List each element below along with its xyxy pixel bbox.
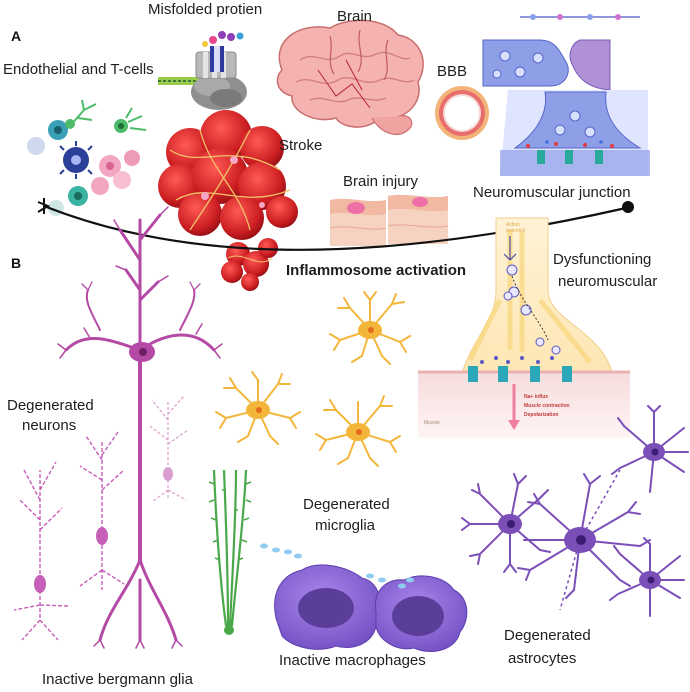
label-brain-injury: Brain injury bbox=[343, 173, 419, 190]
label-misfolded-protein: Misfolded protien bbox=[148, 1, 263, 18]
label-degenerated-microglia-line1: Degenerated bbox=[303, 496, 390, 513]
small-neuron-middle-graphic bbox=[79, 431, 125, 590]
label-degenerated-astrocytes-line2: astrocytes bbox=[508, 650, 577, 667]
brain-graphic bbox=[276, 19, 424, 135]
small-neuron-right-graphic bbox=[149, 395, 189, 503]
label-dysfunctioning-line1: Dysfunctioning bbox=[553, 251, 652, 268]
small-neuron-middle-soma bbox=[96, 527, 108, 545]
large-neuron-graphic bbox=[57, 206, 223, 649]
label-nmj-action-2: potential bbox=[506, 228, 525, 234]
bergmann-glia-graphic bbox=[208, 469, 252, 627]
brain-injury-graphic bbox=[329, 194, 449, 246]
label-nmj-effect-3: Depolarization bbox=[524, 412, 559, 418]
label-degenerated-neurons-line1: Degenerated bbox=[7, 397, 94, 414]
stroke-clot-graphic bbox=[158, 110, 298, 291]
panel-label-b: B bbox=[11, 255, 22, 271]
label-brain: Brain bbox=[337, 8, 373, 25]
bbb-vessel-graphic bbox=[435, 86, 489, 140]
astrocytes-graphic bbox=[461, 405, 689, 617]
panel-label-a: A bbox=[11, 28, 22, 44]
dysfunctional-nmj-inset bbox=[418, 217, 630, 438]
misfolded-protein-graphic bbox=[158, 31, 247, 110]
label-endothelial-tcells: Endothelial and T-cells bbox=[3, 61, 154, 78]
label-degenerated-microglia-line2: microglia bbox=[315, 517, 376, 534]
label-inactive-macrophages: Inactive macrophages bbox=[279, 652, 426, 669]
synapse-graphic bbox=[482, 14, 650, 176]
label-stroke: Stroke bbox=[279, 137, 323, 154]
bergmann-glia-soma bbox=[224, 625, 234, 635]
label-dysfunctioning-line2: neuromuscular bbox=[558, 273, 658, 290]
small-neuron-left-graphic bbox=[13, 461, 69, 641]
macrophages-graphic bbox=[260, 543, 468, 652]
microglia-graphic bbox=[215, 291, 411, 467]
immune-cells-graphic bbox=[27, 99, 147, 216]
label-degenerated-neurons-line2: neurons bbox=[22, 417, 77, 434]
label-nmj-effect-1: Na+ influx bbox=[524, 394, 549, 400]
label-nmj-effect-2: Muscle contraction bbox=[524, 403, 570, 409]
label-neuromuscular-junction: Neuromuscular junction bbox=[473, 184, 631, 201]
label-nmj-muscle: Muscle bbox=[424, 420, 440, 426]
label-bbb: BBB bbox=[437, 63, 468, 80]
label-degenerated-astrocytes-line1: Degenerated bbox=[504, 627, 591, 644]
label-inactive-bergmann-glia: Inactive bergmann glia bbox=[42, 671, 193, 688]
label-inflammosome-activation: Inflammosome activation bbox=[286, 262, 467, 279]
small-neuron-left-soma bbox=[34, 575, 46, 593]
small-neuron-right-soma bbox=[163, 467, 173, 481]
label-nmj-action-1: Action bbox=[506, 222, 520, 228]
